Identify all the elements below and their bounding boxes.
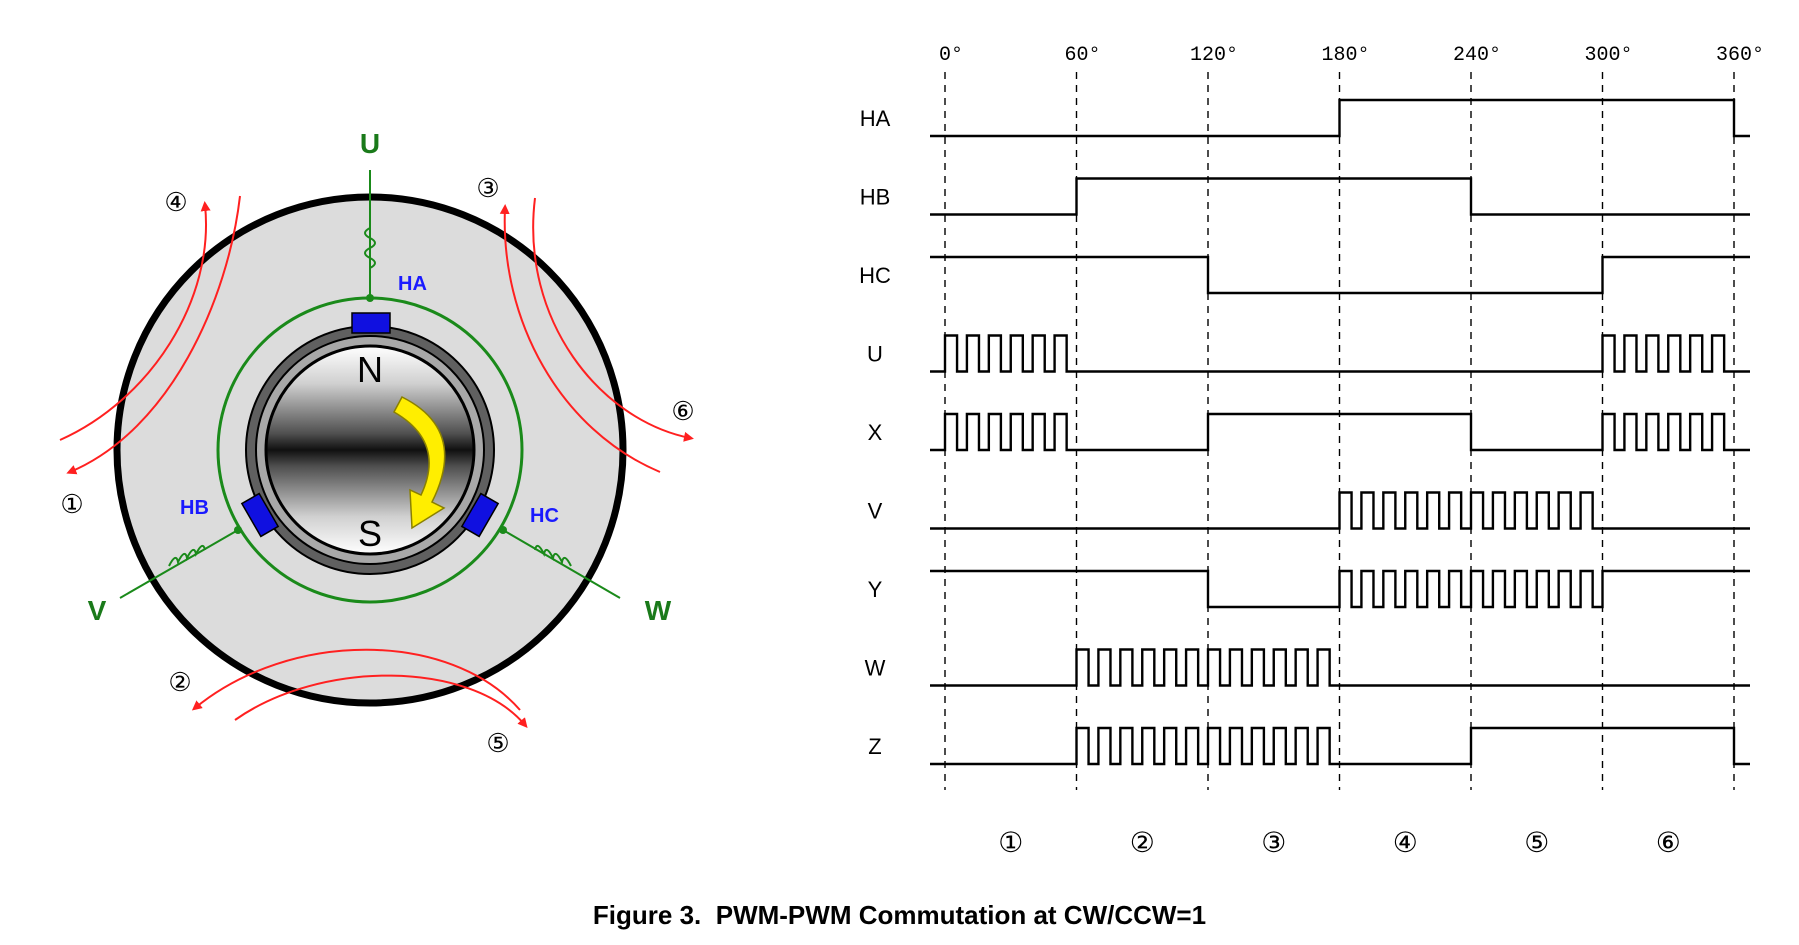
flux-line-4: [59, 201, 211, 441]
w-coil: [534, 544, 572, 567]
hall-sensor-hc: [460, 492, 500, 538]
signal-wave: [930, 255, 1750, 295]
w-lead: [502, 529, 621, 599]
signal-label: HB: [860, 185, 891, 210]
signal-wave: [930, 177, 1750, 216]
flux-marker-2: ②: [168, 667, 191, 697]
flux-marker-6: ⑥: [671, 396, 694, 426]
flux-marker-1: ①: [60, 489, 83, 519]
angle-label: 0°: [939, 44, 963, 67]
flux-line-6: [499, 204, 661, 473]
flux-line-2: [191, 648, 521, 711]
signal-wave: [930, 726, 1750, 766]
step-label: ①: [998, 826, 1023, 859]
angle-label: 120°: [1190, 44, 1238, 67]
signal-label: U: [867, 342, 883, 367]
signal-label: HA: [860, 106, 891, 131]
angle-label: 300°: [1584, 44, 1632, 67]
figure-caption: Figure 3. PWM-PWM Commutation at CW/CCW=…: [0, 900, 1799, 931]
rotor-south-label: S: [358, 513, 382, 554]
step-label: ③: [1261, 826, 1286, 859]
phase-w-label: W: [645, 595, 672, 626]
angle-label: 360°: [1716, 44, 1764, 67]
u-node: [366, 294, 374, 302]
timing-diagram: 0° 60° 120° 180° 240° 300° 360° HA HB HC U X V Y W Z ①…: [859, 44, 1764, 859]
signal-wave: [930, 98, 1750, 138]
step-label: ⑥: [1656, 826, 1681, 859]
flux-line-1: [66, 195, 241, 475]
flux-line-3: [532, 197, 694, 442]
angle-labels: 0° 60° 120° 180° 240° 300° 360°: [939, 44, 1764, 67]
flux-line-5: [234, 674, 528, 729]
signal-label: HC: [859, 263, 891, 288]
hall-sensor-hb: [240, 492, 280, 538]
hall-hc-label: HC: [530, 505, 559, 527]
motor-cross-section: U V W HA HB HC N S ① ② ③ ④ ⑤ ⑥: [59, 128, 695, 758]
v-lead: [119, 529, 239, 599]
caption-number: Figure 3.: [592, 900, 702, 930]
flux-marker-4: ④: [164, 187, 187, 217]
caption-title: PWM-PWM Commutation at CW/CCW=1: [715, 900, 1207, 930]
signal-wave: [930, 648, 1750, 687]
rotation-arrow-icon: [392, 396, 446, 530]
signal-label: V: [868, 499, 883, 524]
waveforms: [930, 98, 1750, 766]
step-label: ⑤: [1524, 826, 1549, 859]
signal-label: Z: [868, 734, 881, 759]
signal-label: W: [865, 656, 886, 681]
signal-wave: [930, 334, 1750, 373]
rotor-north-label: N: [357, 349, 383, 390]
flux-marker-5: ⑤: [486, 728, 509, 758]
step-label: ④: [1393, 826, 1418, 859]
phase-u-label: U: [360, 128, 380, 159]
phase-v-label: V: [88, 595, 107, 626]
angle-label: 240°: [1453, 44, 1501, 67]
u-coil: [364, 227, 376, 269]
flux-lines: [59, 195, 694, 729]
v-coil: [168, 544, 206, 567]
step-label: ②: [1130, 826, 1155, 859]
signal-wave: [930, 491, 1750, 530]
w-node: [499, 526, 507, 534]
signal-wave: [930, 412, 1750, 452]
hall-sensor-ha: [351, 312, 391, 334]
signal-wave: [930, 569, 1750, 609]
v-node: [234, 526, 242, 534]
angle-label: 60°: [1064, 44, 1100, 67]
signal-label: X: [868, 420, 883, 445]
hall-ha-label: HA: [398, 273, 427, 295]
flux-marker-3: ③: [476, 173, 499, 203]
step-labels: ① ② ③ ④ ⑤ ⑥: [998, 826, 1681, 859]
signal-names: HA HB HC U X V Y W Z: [859, 106, 891, 759]
signal-label: Y: [868, 577, 883, 602]
hall-hb-label: HB: [180, 497, 209, 519]
angle-label: 180°: [1321, 44, 1369, 67]
